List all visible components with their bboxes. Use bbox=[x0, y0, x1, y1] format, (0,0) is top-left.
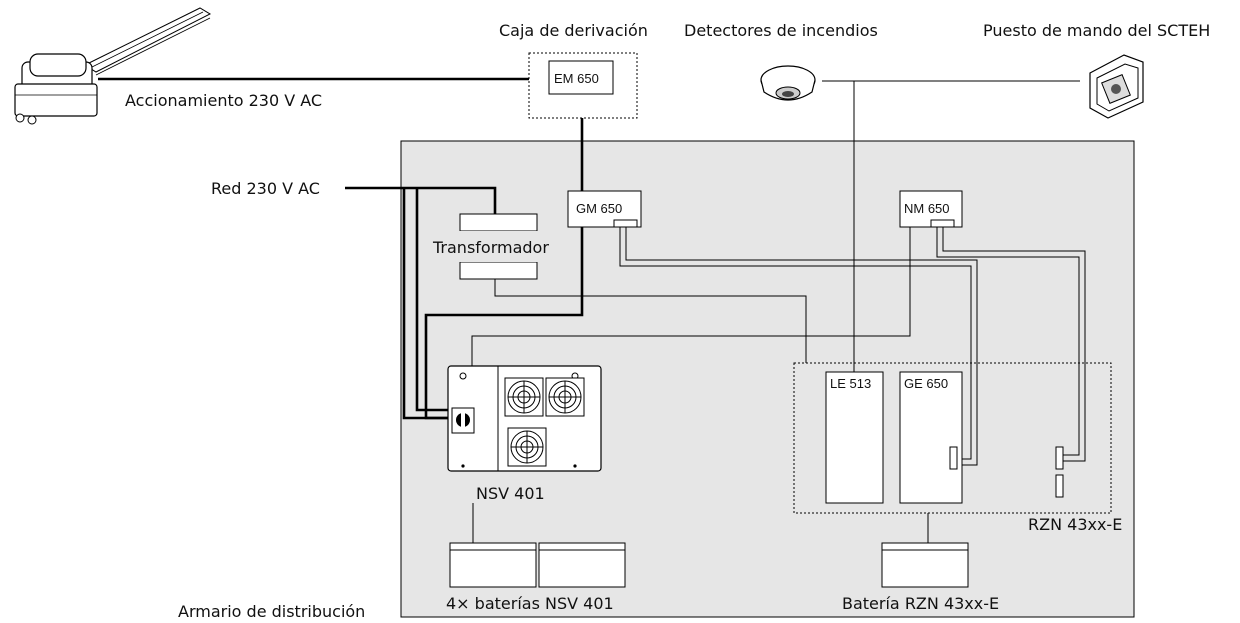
mains-label: Red 230 V AC bbox=[211, 179, 320, 198]
actuator-icon bbox=[14, 7, 212, 125]
fire-detectors-label: Detectores de incendios bbox=[684, 21, 878, 40]
cabinet-label: Armario de distribución bbox=[178, 602, 365, 621]
actuator-label: Accionamiento 230 V AC bbox=[125, 91, 322, 110]
ge650-label: GE 650 bbox=[904, 376, 948, 391]
junction-box-label: Caja de derivación bbox=[499, 21, 648, 40]
battery-rzn-label: Batería RZN 43xx-E bbox=[842, 594, 999, 613]
rzn-battery bbox=[881, 542, 969, 588]
fire-detector-icon bbox=[760, 65, 816, 101]
le513-module bbox=[825, 371, 884, 504]
nsv-batteries bbox=[449, 542, 626, 588]
em650-label: EM 650 bbox=[554, 71, 599, 86]
rzn-enclosure bbox=[793, 362, 1112, 514]
nsv401-label: NSV 401 bbox=[476, 484, 545, 503]
rzn-connector bbox=[1055, 446, 1064, 470]
nsv401-unit bbox=[447, 365, 602, 472]
rzn-connector bbox=[1055, 474, 1064, 498]
transformer bbox=[432, 213, 564, 280]
em650-module bbox=[548, 60, 614, 95]
control-station-label: Puesto de mando del SCTEH bbox=[983, 21, 1210, 40]
le513-label: LE 513 bbox=[830, 376, 871, 391]
transformer-label: Transformador bbox=[432, 238, 549, 257]
nm650-label: NM 650 bbox=[904, 201, 950, 216]
ge650-module bbox=[899, 371, 963, 504]
gm650-label: GM 650 bbox=[576, 201, 622, 216]
rzn-label: RZN 43xx-E bbox=[1028, 515, 1122, 534]
control-station-icon bbox=[1089, 54, 1144, 119]
batteries-nsv-label: 4× baterías NSV 401 bbox=[446, 594, 614, 613]
